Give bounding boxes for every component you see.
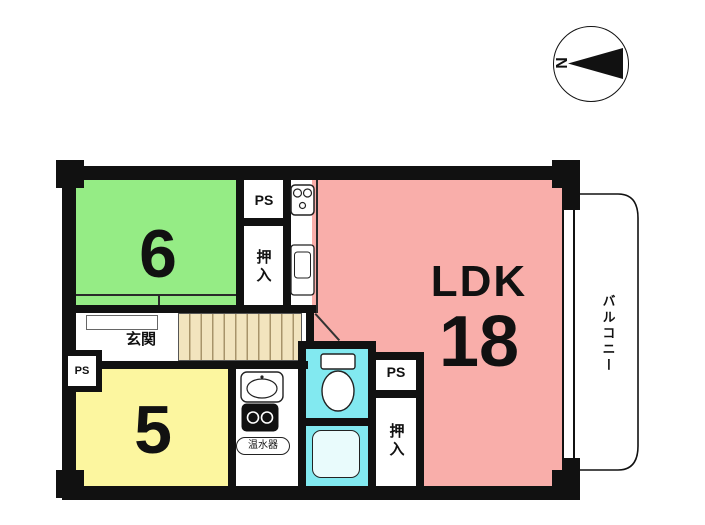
- stairs-step-lines: [179, 314, 301, 360]
- wall-top: [62, 166, 580, 180]
- wall-room6-closet: [236, 180, 244, 313]
- wall-bottom: [62, 486, 580, 500]
- gas-stove-icon: [241, 403, 279, 432]
- washbasin-icon: [240, 371, 284, 403]
- ps-top-label: PS: [254, 192, 274, 208]
- genkan-label: 玄関: [125, 330, 156, 348]
- balcony-label: バルコニー: [600, 294, 616, 374]
- wall-pscol-right: [416, 352, 424, 486]
- wall-ps-closet-divider: [368, 390, 424, 398]
- compass-north-label: N: [554, 57, 571, 69]
- compass: N: [553, 26, 629, 102]
- pillar-bottom-left: [56, 470, 84, 498]
- pillar-bottom-right: [552, 470, 580, 498]
- pillar-top-left: [56, 160, 84, 188]
- wall-kitchen-ldk-line: [316, 180, 318, 313]
- toilet-icon: [320, 353, 356, 412]
- genkan-step-mat: [86, 315, 158, 330]
- stairs: [178, 313, 302, 361]
- bathtub-icon: [312, 430, 360, 478]
- room5-size-label: 5: [134, 392, 172, 468]
- balcony-window: [562, 210, 575, 458]
- tatami-divider-line: [76, 294, 238, 296]
- ps-right-label: PS: [386, 364, 406, 380]
- room6-size-label: 6: [139, 216, 177, 292]
- tatami-divider-line: [158, 294, 160, 313]
- wall-toilet-top: [298, 341, 376, 349]
- ps-left-box: PS: [62, 350, 102, 392]
- wall-closet-kitchen: [283, 180, 291, 313]
- kitchen-sink-icon: [290, 244, 315, 296]
- balcony-outline: [580, 193, 639, 471]
- wall-washroom-toilet: [298, 341, 306, 486]
- pillar-top-right: [552, 160, 580, 188]
- ps-right-interior: [376, 360, 416, 390]
- wall-hall-bottom: [62, 361, 308, 369]
- room-5: [76, 367, 232, 486]
- water-heater-label: 温水器: [236, 437, 290, 455]
- wall-hall-ldk-stub: [306, 305, 314, 349]
- closet-top-label: 押入: [254, 249, 272, 285]
- room-6-tatami: [76, 180, 238, 313]
- wall-left: [62, 166, 76, 500]
- stove-icon: [290, 184, 315, 216]
- wall-room6-bottom: [76, 305, 318, 313]
- wall-toilet-bath: [306, 418, 368, 426]
- ps-left-label: PS: [74, 364, 90, 377]
- closet-bottom-interior: [376, 398, 416, 486]
- ldk-size-label: 18: [438, 302, 520, 382]
- wall-room5-washroom: [228, 361, 236, 486]
- wall-ps-right-top: [368, 352, 424, 360]
- wall-bath-pscol: [368, 341, 376, 486]
- wall-ps-top-bottom: [236, 218, 291, 226]
- ldk-label: LDK: [430, 257, 528, 306]
- north-arrow-icon: [568, 48, 623, 79]
- closet-bottom-label: 押入: [387, 423, 405, 459]
